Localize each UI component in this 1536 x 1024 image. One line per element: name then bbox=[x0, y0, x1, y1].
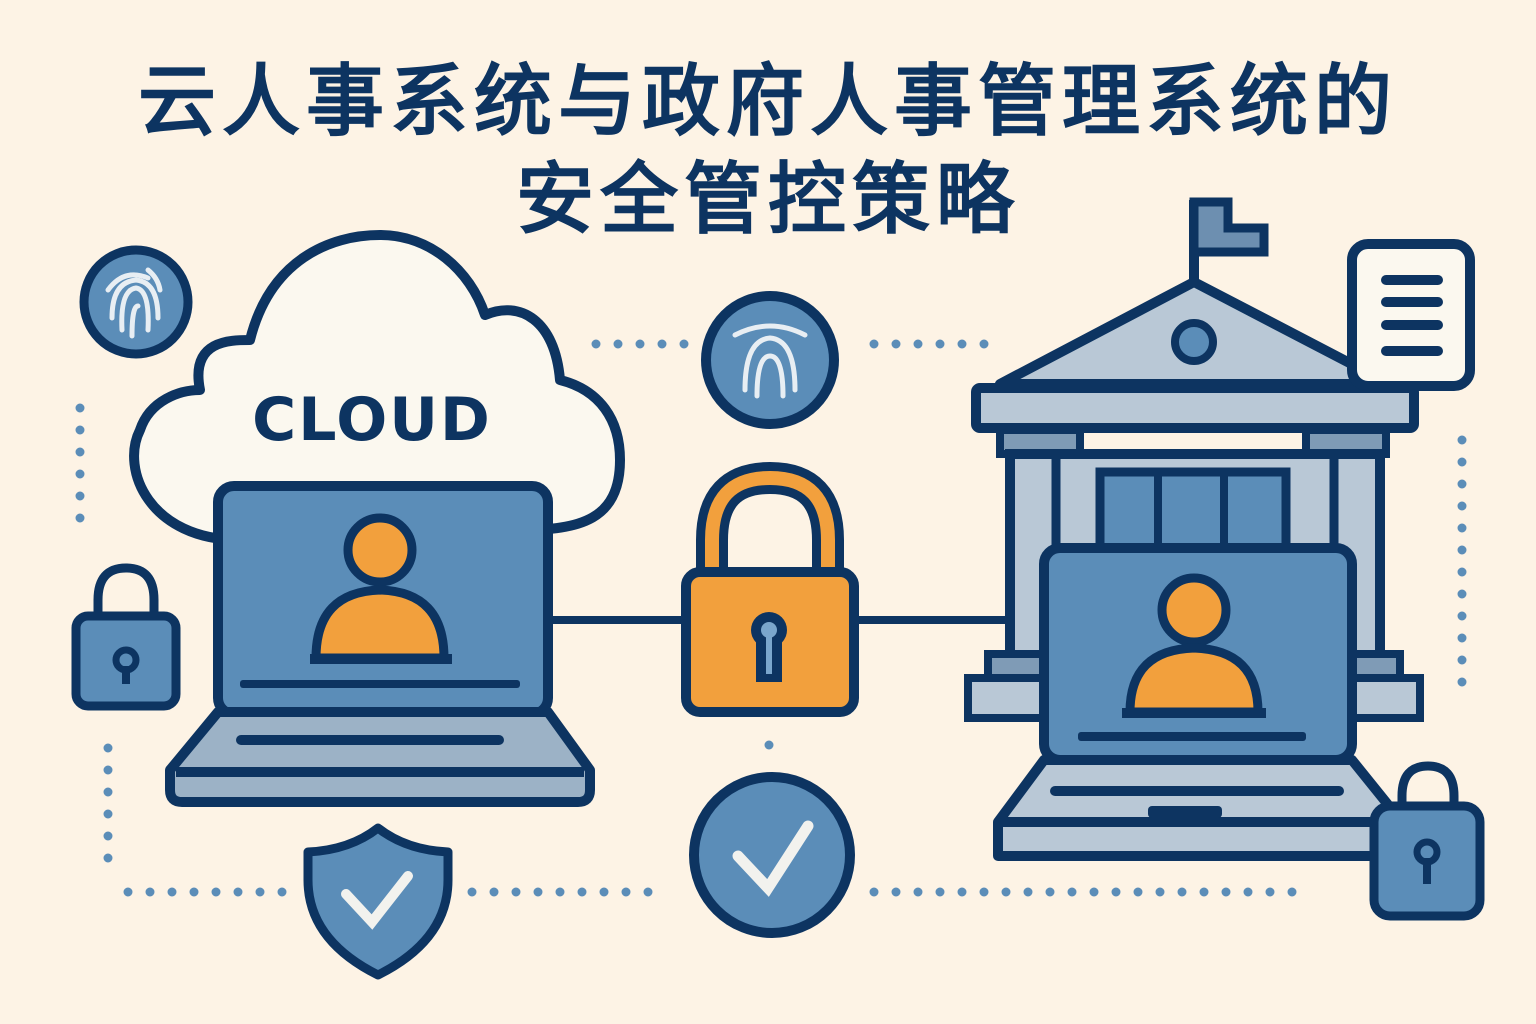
cloud-shape: CLOUD bbox=[129, 230, 625, 545]
user-icon bbox=[1122, 573, 1266, 718]
lock-icon bbox=[1369, 761, 1485, 921]
fingerprint-icon bbox=[701, 291, 839, 429]
lock-icon bbox=[71, 563, 181, 711]
document-icon bbox=[1347, 239, 1475, 391]
cloud-label: CLOUD bbox=[252, 385, 492, 455]
dotted-connectors bbox=[75, 339, 1467, 897]
flag-icon bbox=[1189, 197, 1269, 290]
title-line-1: 云人事系统与政府人事管理系统的 bbox=[137, 57, 1398, 147]
check-circle-icon bbox=[689, 772, 855, 938]
title-line-2: 安全管控策略 bbox=[515, 155, 1020, 245]
shield-check-icon bbox=[303, 823, 453, 980]
government-hr-laptop bbox=[993, 543, 1407, 861]
fingerprint-icon bbox=[79, 245, 193, 359]
user-icon bbox=[310, 513, 452, 664]
central-padlock bbox=[681, 461, 859, 717]
cloud-hr-laptop bbox=[165, 481, 595, 807]
